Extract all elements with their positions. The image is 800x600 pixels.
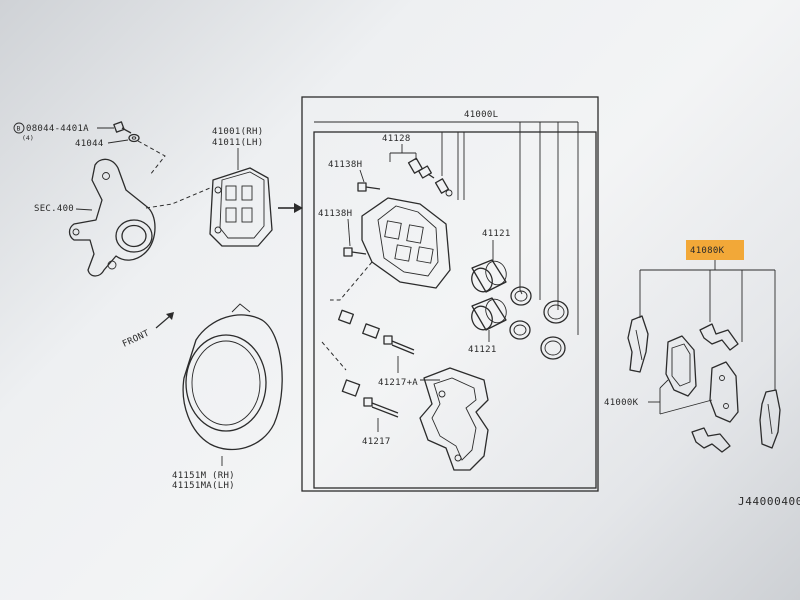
label-caliper-rh[interactable]: 41001(RH) — [212, 127, 263, 137]
label-washer[interactable]: 41044 — [75, 139, 104, 149]
brake-pad-inner-part — [665, 335, 697, 397]
steering-knuckle-part — [68, 158, 156, 277]
front-direction-marker: FRONT — [121, 312, 174, 350]
arrow-to-assembly — [278, 203, 303, 213]
guide-pin-lower-part — [363, 397, 399, 418]
bleeder-screw-part — [407, 157, 453, 197]
dust-shield-part — [182, 303, 283, 451]
diagram-id: J44000400 — [738, 495, 800, 508]
label-pad-kit-highlight[interactable]: 41080K — [690, 246, 725, 256]
piston-upper-part — [471, 259, 507, 293]
label-bolt-qty: (4) — [22, 134, 34, 142]
bolt-label-group: B 08044-4401A (4) — [13, 122, 89, 142]
washer-part — [128, 133, 140, 143]
shim-right-part — [759, 389, 781, 449]
label-pin-lower[interactable]: 41217 — [362, 437, 391, 447]
caliper-bracket-part — [419, 367, 489, 471]
mount-bolt-part — [113, 121, 132, 134]
caliper-body-part — [209, 167, 273, 247]
label-sec[interactable]: SEC.400 — [34, 204, 74, 214]
shim-left-part — [627, 315, 649, 373]
label-pin-upper[interactable]: 41217+A — [378, 378, 418, 388]
pad-kit-highlight-box — [686, 240, 744, 260]
dash-washer-to-caliper — [137, 140, 166, 176]
label-caliper-lh[interactable]: 41011(LH) — [212, 138, 263, 148]
label-bolt-upper[interactable]: 41138H — [328, 160, 362, 170]
dash-housing-to-pin — [330, 261, 373, 301]
label-assembly[interactable]: 41000L — [464, 110, 498, 120]
leader-washer — [107, 139, 129, 144]
assembly-outer-frame — [301, 96, 599, 492]
boot-lower-part — [341, 379, 361, 397]
brake-pad-outer-part — [709, 361, 739, 423]
guide-pin-upper-part — [383, 335, 415, 355]
label-front: FRONT — [121, 328, 151, 349]
leader-sec — [75, 208, 93, 211]
clip-upper-part — [699, 323, 739, 351]
label-pad-kit[interactable]: 41000K — [604, 398, 639, 408]
piston-lower-part — [471, 297, 507, 331]
clip-lower-part — [691, 427, 731, 453]
label-bolt-lower[interactable]: 41138H — [318, 209, 352, 219]
boot-upper-part — [338, 309, 380, 339]
guide-bolt-upper-part — [357, 182, 381, 192]
label-shield-lh[interactable]: 41151MA(LH) — [172, 481, 235, 491]
label-bleeder[interactable]: 41128 — [382, 134, 411, 144]
circle-b-letter: B — [17, 125, 21, 133]
caliper-housing-part — [361, 197, 451, 289]
circle-b-marker — [13, 122, 25, 134]
label-piston-upper[interactable]: 41121 — [482, 229, 511, 239]
label-bolt-ref[interactable]: 08044-4401A — [26, 124, 89, 134]
label-piston-lower[interactable]: 41121 — [468, 345, 497, 355]
assembly-inner-frame — [313, 131, 597, 489]
label-shield-rh[interactable]: 41151M (RH) — [172, 471, 235, 481]
guide-bolt-lower-part — [343, 247, 367, 257]
seal-rings-part — [509, 286, 569, 360]
dash-knuckle-to-caliper — [145, 187, 211, 209]
